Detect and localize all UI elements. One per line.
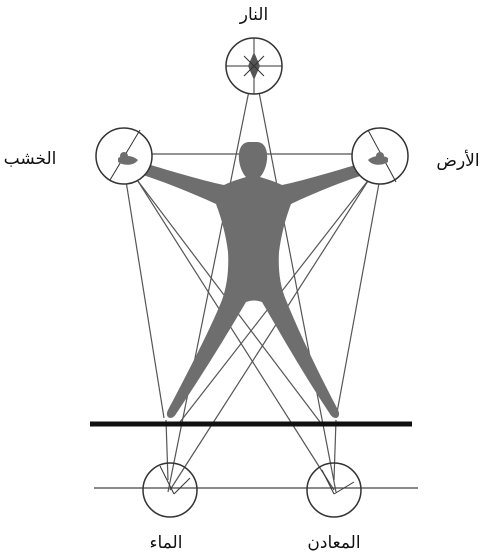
line-wood-water xyxy=(122,156,164,418)
label-fire: النار xyxy=(239,5,268,25)
line-metal-vertical xyxy=(334,420,336,480)
label-wood: الخشب xyxy=(4,149,57,169)
fire-marker xyxy=(226,38,282,94)
label-metal: المعادن xyxy=(307,533,360,553)
label-water: الماء xyxy=(150,533,183,553)
label-earth: الأرض xyxy=(436,150,479,171)
line-water-vertical xyxy=(166,420,168,480)
line-earth-metal xyxy=(336,156,384,418)
